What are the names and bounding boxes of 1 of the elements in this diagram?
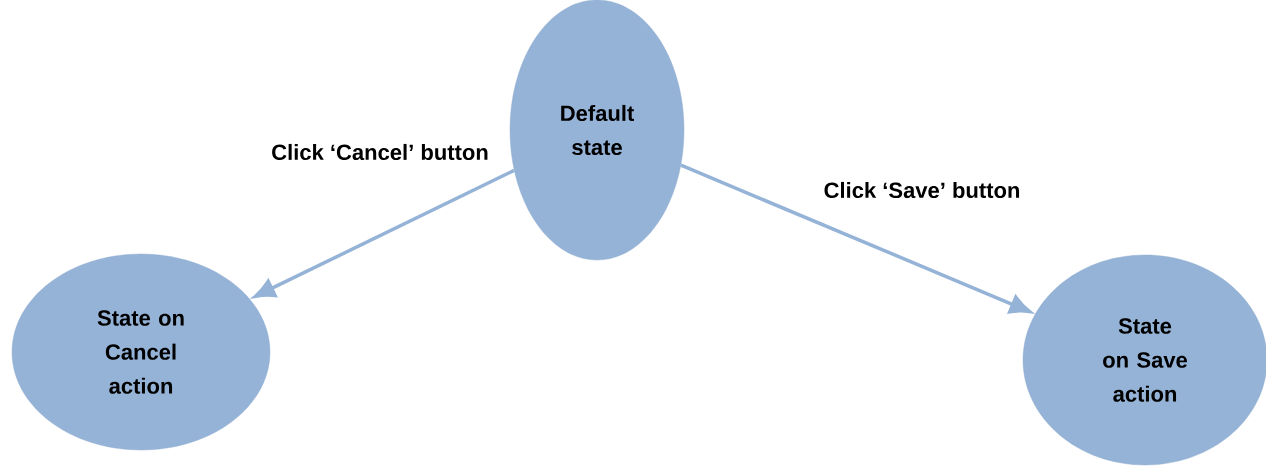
edge-label: Click ‘Cancel’ button [269, 141, 491, 163]
